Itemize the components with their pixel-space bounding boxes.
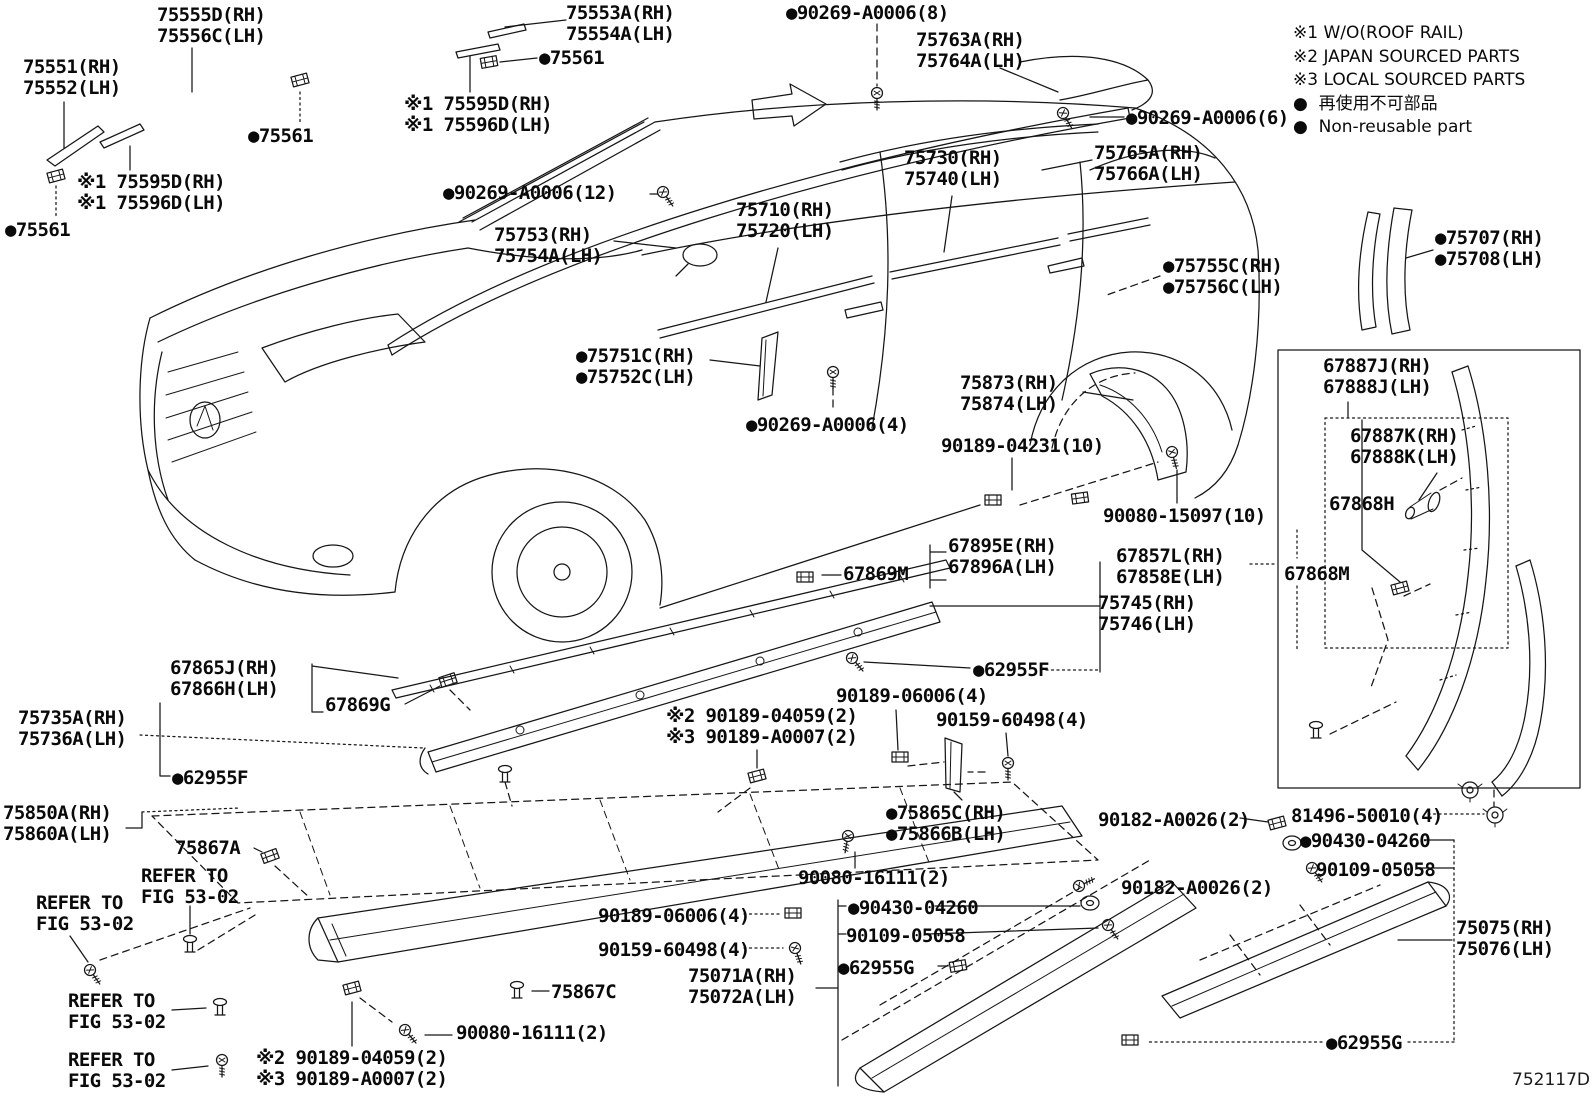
belt-mouldings	[657, 123, 1151, 401]
legend-item-4: ● 再使用不可部品	[1293, 93, 1438, 114]
label-90430-04260-l: ●90430-04260	[848, 897, 979, 919]
label-67857l-67858e: 67857L(RH) 67858E(LH)	[1116, 545, 1225, 588]
legend-item-1: ※1 W/O(ROOF RAIL)	[1293, 23, 1464, 43]
label-90269-a0006-12: ●90269-A0006(12)	[443, 182, 617, 204]
label-90080-15097-10: 90080-15097(10)	[1103, 505, 1266, 527]
label-75555d-75556c: 75555D(RH) 75556C(LH)	[157, 4, 266, 47]
car-outline	[139, 55, 1260, 643]
label-75873-75874: 75873(RH) 75874(LH)	[960, 372, 1058, 415]
label-90109-05058-r: 90109-05058	[1316, 859, 1436, 881]
label-refer-fig-1: REFER TO FIG 53-02	[36, 892, 134, 935]
label-90189-middle: ※2 90189-04059(2) ※3 90189-A0007(2)	[666, 705, 858, 748]
label-67887k-67888k: 67887K(RH) 67888K(LH)	[1350, 425, 1459, 468]
leader-lines	[55, 19, 1495, 1087]
label-67869g: 67869G	[325, 694, 391, 716]
label-75753-75754a: 75753(RH) 75754A(LH)	[494, 224, 603, 267]
label-75850a-75860a: 75850A(RH) 75860A(LH)	[3, 802, 112, 845]
label-62955f-b: ●62955F	[172, 767, 248, 789]
label-90080-16111-b: 90080-16111(2)	[456, 1022, 608, 1044]
label-90189-06006-4-a: 90189-06006(4)	[836, 685, 988, 707]
label-90109-05058-l: 90109-05058	[846, 925, 966, 947]
label-75595d-75596d-a: ※1 75595D(RH) ※1 75596D(LH)	[404, 93, 553, 136]
label-75765a-75766a: 75765A(RH) 75766A(LH)	[1094, 142, 1203, 185]
label-67868m: 67868M	[1284, 563, 1350, 585]
label-90182-a0026-a: 90182-A0026(2)	[1098, 809, 1250, 831]
label-75745-75746: 75745(RH) 75746(LH)	[1098, 592, 1196, 635]
label-75751c-75752c: ●75751C(RH) ●75752C(LH)	[576, 345, 696, 388]
legend-item-5: ● Non-reusable part	[1293, 117, 1473, 137]
label-75075-75076: 75075(RH) 75076(LH)	[1456, 917, 1554, 960]
label-75763a-75764a: 75763A(RH) 75764A(LH)	[916, 29, 1025, 72]
label-75755c-75756c: ●75755C(RH) ●75756C(LH)	[1163, 255, 1283, 298]
label-75071a-75072a: 75071A(RH) 75072A(LH)	[688, 965, 797, 1008]
label-75735a-75736a: 75735A(RH) 75736A(LH)	[18, 707, 127, 750]
label-90159-60498-4-b: 90159-60498(4)	[598, 939, 750, 961]
label-90269-a0006-4: ●90269-A0006(4)	[746, 414, 909, 436]
label-67868h: 67868H	[1329, 493, 1395, 515]
rocker-moulding-strips	[391, 559, 963, 793]
direction-arrow-icon	[751, 83, 827, 127]
label-refer-fig-4: REFER TO FIG 53-02	[68, 1049, 166, 1092]
label-refer-fig-3: REFER TO FIG 53-02	[68, 990, 166, 1033]
sill-moulding-right	[841, 859, 1450, 1093]
label-75553a-75554a: 75553A(RH) 75554A(LH)	[566, 2, 675, 45]
mud-guard	[984, 367, 1188, 506]
label-67865j-67866h: 67865J(RH) 67866H(LH)	[170, 657, 279, 700]
label-75561-b: ●75561	[248, 125, 314, 147]
label-90189-04231-10: 90189-04231(10)	[941, 435, 1104, 457]
label-75561-c: ●75561	[5, 219, 71, 241]
label-75551-75552: 75551(RH) 75552(LH)	[23, 56, 121, 99]
label-90269-a0006-6: ●90269-A0006(6)	[1126, 107, 1289, 129]
label-75710-75720: 75710(RH) 75720(LH)	[736, 199, 834, 242]
label-62955g-r: ●62955G	[1326, 1032, 1402, 1054]
label-75595d-75596d-b: ※1 75595D(RH) ※1 75596D(LH)	[77, 171, 226, 214]
label-75730-75740: 75730(RH) 75740(LH)	[904, 147, 1002, 190]
label-refer-fig-2: REFER TO FIG 53-02	[141, 865, 239, 908]
label-90182-a0026-b: 90182-A0026(2)	[1121, 877, 1273, 899]
label-81496-50010-4: 81496-50010(4)	[1291, 805, 1443, 827]
detail-box	[1277, 349, 1581, 803]
label-67895e-67896a: 67895E(RH) 67896A(LH)	[948, 535, 1057, 578]
legend-item-2: ※2 JAPAN SOURCED PARTS	[1293, 46, 1520, 67]
quarter-mouldings	[1358, 207, 1413, 335]
label-62955f-a: ●62955F	[973, 659, 1049, 681]
label-75865c-75866b: ●75865C(RH) ●75866B(LH)	[886, 802, 1006, 845]
label-75561-a: ●75561	[539, 47, 605, 69]
sill-moulding-left	[151, 781, 1099, 963]
label-90269-a0006-8: ●90269-A0006(8)	[786, 2, 949, 24]
legend: ※1 W/O(ROOF RAIL) ※2 JAPAN SOURCED PARTS ※…	[1293, 22, 1525, 140]
label-75867a: 75867A	[175, 837, 241, 859]
roof-drip-moulding	[387, 107, 1131, 356]
label-90189-bottom: ※2 90189-04059(2) ※3 90189-A0007(2)	[256, 1047, 448, 1090]
label-62955g-l: ●62955G	[838, 957, 914, 979]
legend-item-3: ※3 LOCAL SOURCED PARTS	[1293, 70, 1526, 90]
label-90080-16111-a: 90080-16111(2)	[798, 867, 950, 889]
figure-code: 752117D	[1512, 1070, 1590, 1090]
label-67869m: 67869M	[843, 563, 909, 585]
label-75707-75708: ●75707(RH) ●75708(LH)	[1435, 227, 1544, 270]
label-90159-60498-4-a: 90159-60498(4)	[936, 709, 1088, 731]
label-67887j-67888j: 67887J(RH) 67888J(LH)	[1323, 355, 1432, 398]
label-75867c: 75867C	[551, 981, 617, 1003]
label-90189-06006-4-b: 90189-06006(4)	[598, 905, 750, 927]
label-90430-04260-r: ●90430-04260	[1300, 830, 1431, 852]
